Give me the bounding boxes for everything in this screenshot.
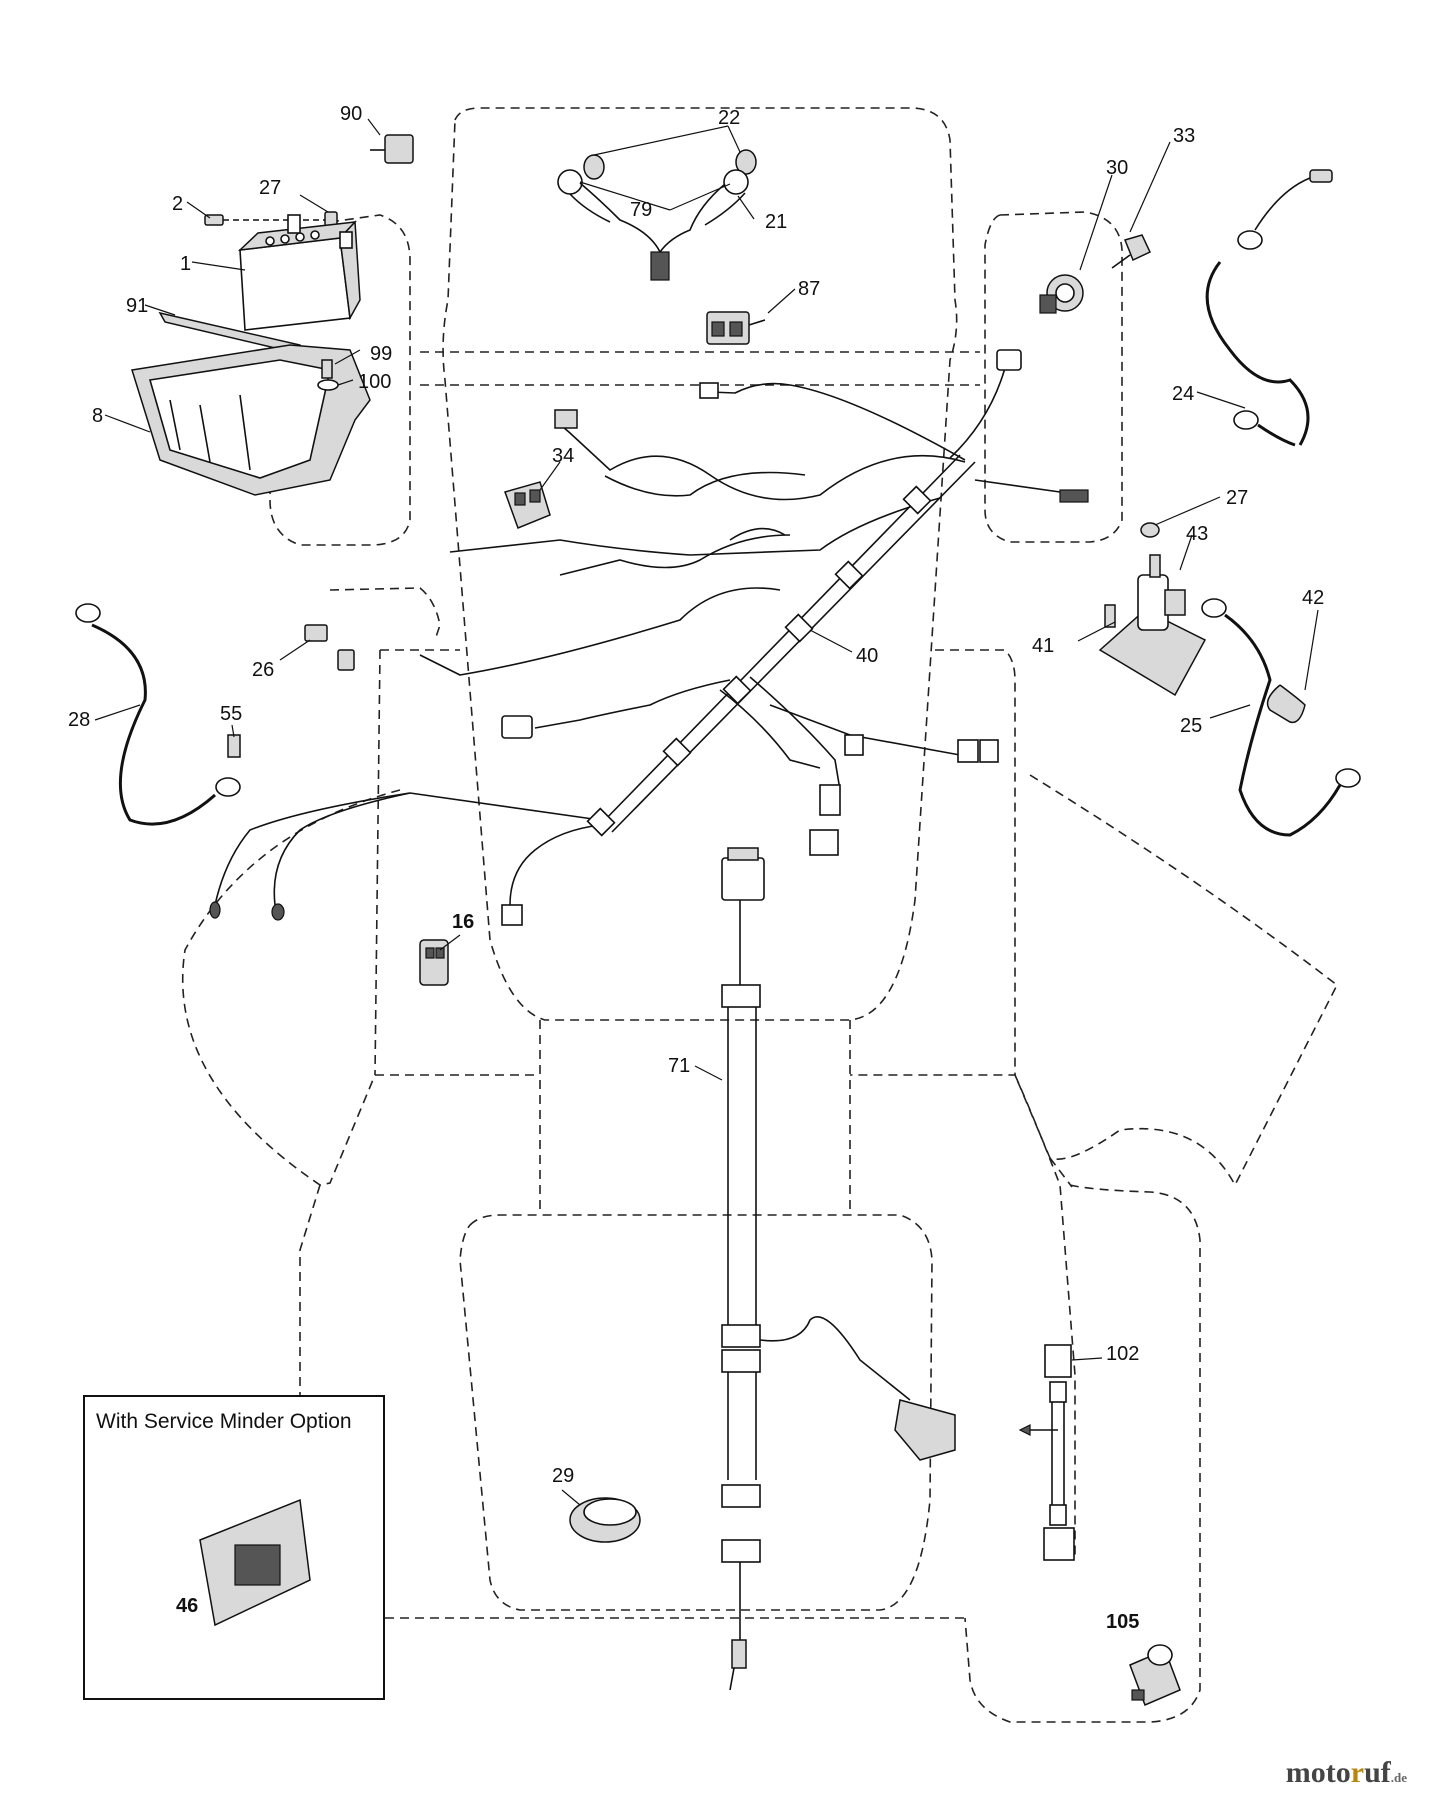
key-33 [1123,234,1151,262]
callout-79: 79 [630,199,652,221]
callout-41: 41 [1032,635,1054,657]
callout-46: 46 [176,1595,198,1617]
ignition-assembly [1039,234,1151,314]
bolt-55 [227,734,241,758]
part-40-main-harness [409,349,1089,926]
hood-outline [442,107,958,1021]
right-upright-outline [1014,1074,1076,1560]
callout-21: 21 [765,211,787,233]
seat-center-lines [539,1020,851,1215]
callout-27b: 27 [1226,487,1248,509]
part-29-grommet [569,1497,641,1543]
service-minder-box: With Service Minder Option [83,1395,385,1700]
right-rear-outline [964,1157,1201,1723]
callout-33: 33 [1173,125,1195,147]
part-24-cable [1205,169,1333,447]
callout-42: 42 [1302,587,1324,609]
callout-102: 102 [1106,1343,1139,1365]
callout-90: 90 [340,103,362,125]
right-fender-outline [1014,774,1339,1187]
battery-tray-outline [269,214,411,546]
callout-40: 40 [856,645,878,667]
part-71-rear-harness [721,847,956,1691]
battery-1 [239,237,351,331]
watermark-logo: motoruf.de [1286,1756,1407,1790]
part-102-harness [1018,1344,1075,1561]
watermark-prefix: moto [1285,1756,1351,1789]
callout-30: 30 [1106,157,1128,179]
rear-deck-outline [459,1214,933,1611]
part-105-solenoid [1129,1644,1181,1706]
boot-42 [1266,684,1306,724]
callout-71: 71 [668,1055,690,1077]
chassis-outlines [181,107,1339,1723]
headlight-harness [557,149,757,281]
callout-100: 100 [358,371,391,393]
dash-band [420,351,980,386]
part-90-connector [370,134,414,164]
left-wheel-arc [181,789,401,1186]
left-fender-outline [329,587,441,641]
callout-34: 34 [552,445,574,467]
bolt-99 [321,359,333,379]
part-28-ground-cable [75,603,241,826]
callout-labels: 90 22 33 30 2 27 79 21 1 87 91 99 100 8 … [68,103,1324,1633]
solenoid-assembly [1098,522,1361,837]
watermark-tld: .de [1390,1770,1407,1785]
nut-27b [1140,522,1160,538]
right-footrest-outline [850,649,1016,1076]
washer-100 [317,379,339,391]
callout-55: 55 [220,703,242,725]
callout-99: 99 [370,343,392,365]
left-footrest-outline [374,649,540,1076]
callout-24: 24 [1172,383,1194,405]
callout-27: 27 [259,177,281,199]
callout-28: 28 [68,709,90,731]
callout-29: 29 [552,1465,574,1487]
watermark-accent: r [1350,1756,1365,1789]
callout-105: 105 [1106,1611,1139,1633]
part-87-relay [706,311,766,345]
callout-16: 16 [452,911,474,933]
callout-25: 25 [1180,715,1202,737]
callout-91: 91 [126,295,148,317]
solenoid-43 [1098,609,1207,697]
part-16-switch [419,939,449,986]
leader-lines [94,118,1319,1506]
bolt-41 [1104,604,1116,628]
service-minder-title: With Service Minder Option [96,1410,352,1433]
callout-1: 1 [180,253,191,275]
ground-wires [209,792,411,921]
battery-assembly [131,211,371,496]
part-26-fuse [304,624,355,671]
watermark-suffix: uf [1364,1756,1391,1789]
right-panel-outline [984,211,1123,543]
callout-2: 2 [172,193,183,215]
callout-26: 26 [252,659,274,681]
callout-43: 43 [1186,523,1208,545]
callout-8: 8 [92,405,103,427]
callout-22: 22 [718,107,740,129]
callout-87: 87 [798,278,820,300]
part-34-switch [504,481,551,529]
left-rear-outline [299,1184,321,1395]
